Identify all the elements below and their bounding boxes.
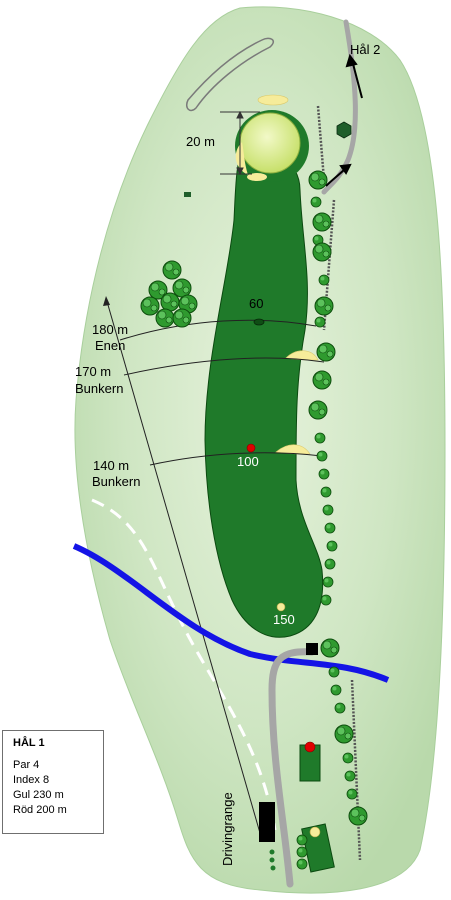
hole-index: Index 8 bbox=[13, 774, 50, 786]
cart-path bbox=[268, 648, 316, 888]
water-stream bbox=[72, 543, 390, 683]
hole-2-arrow bbox=[325, 53, 363, 187]
playing-line-arrow bbox=[103, 296, 110, 306]
distance-arc-140 bbox=[149, 452, 323, 466]
red-marker-100 bbox=[246, 443, 256, 453]
dist-180-ref: Enen bbox=[95, 338, 125, 353]
putting-green bbox=[235, 110, 309, 182]
hole-par: Par 4 bbox=[13, 759, 40, 771]
fairway bbox=[204, 148, 324, 638]
marker-60-shrub bbox=[253, 318, 265, 326]
dist-180-label: 180 m bbox=[92, 322, 128, 337]
dist-170-ref: Bunkern bbox=[75, 381, 123, 396]
hole-yellow-tee: Gul 230 m bbox=[13, 789, 64, 801]
bunker bbox=[235, 142, 248, 175]
range-markers bbox=[269, 849, 276, 871]
bunker bbox=[257, 94, 289, 106]
clubhouse-building bbox=[259, 802, 275, 842]
hole-title: HÅL 1 bbox=[13, 737, 45, 749]
playing-line bbox=[105, 297, 263, 841]
hole-info-card: HÅL 1 Par 4 Index 8 Gul 230 m Röd 200 m bbox=[2, 730, 104, 834]
driving-range-label: Drivingrange bbox=[220, 792, 235, 866]
marker-150: 150 bbox=[273, 612, 295, 627]
distance-arc-170 bbox=[123, 357, 325, 376]
hexagon-marker-icon bbox=[336, 121, 352, 139]
small-building bbox=[306, 643, 318, 655]
hole-red-tee: Röd 200 m bbox=[13, 804, 67, 816]
small-marker-icon bbox=[184, 192, 191, 197]
boundary-fence bbox=[316, 105, 326, 181]
marker-60: 60 bbox=[249, 296, 263, 311]
yellow-marker-150 bbox=[276, 602, 286, 612]
bunker bbox=[247, 173, 267, 181]
marker-100: 100 bbox=[237, 454, 259, 469]
dist-140-ref: Bunkern bbox=[92, 474, 140, 489]
driving-range-boundary bbox=[91, 498, 277, 831]
tee-hedge bbox=[296, 834, 308, 870]
dist-170-label: 170 m bbox=[75, 364, 111, 379]
next-hole-label: Hål 2 bbox=[350, 42, 380, 57]
red-tee-box bbox=[299, 741, 321, 782]
green-depth-label: 20 m bbox=[186, 134, 215, 149]
mound bbox=[185, 37, 274, 112]
green-depth-dimension bbox=[220, 110, 260, 176]
dist-140-label: 140 m bbox=[93, 458, 129, 473]
distance-arc-180 bbox=[119, 319, 317, 341]
